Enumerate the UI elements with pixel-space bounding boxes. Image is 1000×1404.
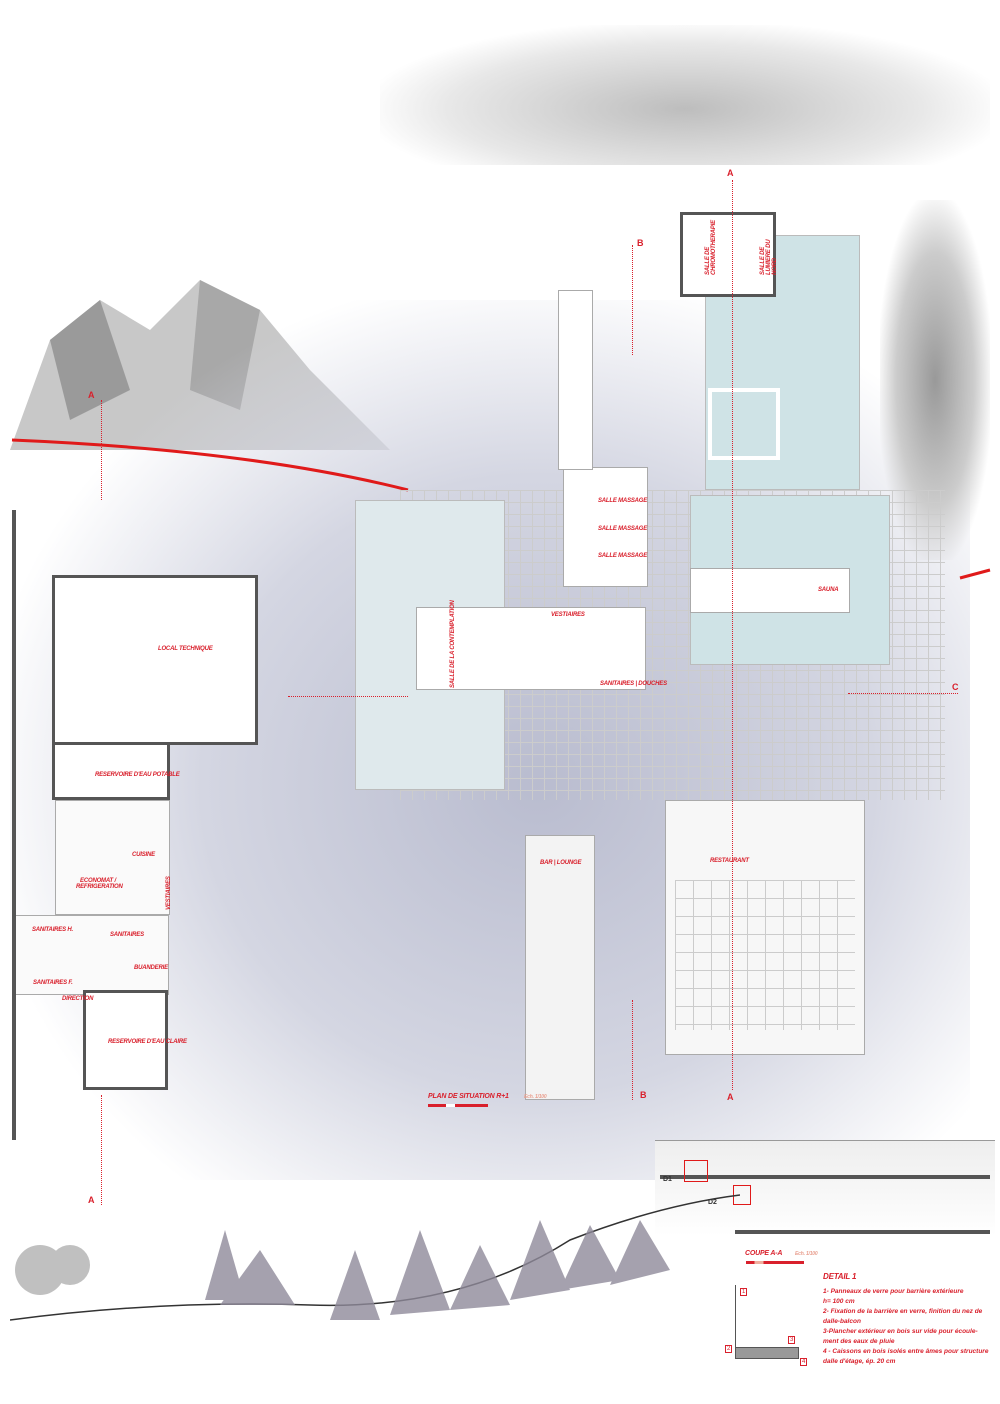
corridor [558, 290, 593, 470]
marker-b-bottom: B [640, 1090, 647, 1100]
label-vestiaires: VESTIAIRES [551, 612, 585, 618]
label-vestiaires-left: VESTIAIRES [166, 876, 172, 910]
label-sanitaires-f: SANITAIRES F. [33, 980, 73, 986]
section-line-c-left [288, 696, 408, 697]
marker-b-top: B [637, 238, 644, 248]
label-cuisine: CUISINE [132, 852, 155, 858]
detail-note: ment des eaux de pluie [823, 1338, 895, 1345]
detail-box-d2 [733, 1185, 751, 1205]
label-direction: DIRECTION [62, 996, 94, 1002]
section-building [655, 1140, 995, 1236]
section-line-a-left [101, 400, 102, 500]
detail-glass-post [735, 1285, 736, 1355]
service-area [14, 915, 169, 995]
marker-a-top-left: A [88, 390, 95, 400]
reservoir-potable-room [52, 742, 170, 800]
coupe-scale-bar [746, 1261, 804, 1264]
detail-note: 1- Panneaux de verre pour barrière extér… [823, 1288, 964, 1295]
label-sanitaires-douches: SANITAIRES | DOUCHES [600, 681, 667, 687]
detail-note: h= 100 cm [823, 1298, 855, 1305]
plan-title: PLAN DE SITUATION R+1 [428, 1093, 509, 1100]
label-lumiere: SALLE DE LUMIERE DU NORD [760, 239, 778, 275]
clouds [380, 25, 990, 165]
detail-box-d1 [684, 1160, 708, 1182]
label-sauna: SAUNA [818, 587, 839, 593]
marker-d2: D2 [708, 1199, 717, 1206]
label-restaurant: RESTAURANT [710, 858, 749, 864]
site-boundary-line [11, 438, 991, 580]
label-salle-massage-3: SALLE MASSAGE [598, 553, 648, 559]
detail-note: dalle d'étage, ép. 20 cm [823, 1358, 896, 1365]
label-bar-lounge: BAR | LOUNGE [540, 860, 582, 866]
label-sanitaires-h: SANITAIRES H. [32, 927, 73, 933]
section-line-a-left-bottom [101, 1095, 102, 1205]
detail-note: 3-Plancher extérieur en bois sur vide po… [823, 1328, 978, 1335]
chromotherapie-room [680, 212, 776, 297]
label-reservoir-potable: RESERVOIRE D'EAU POTABLE [95, 772, 180, 778]
kitchen-area [55, 800, 170, 915]
section-line-a-right [732, 180, 733, 1090]
callout-3: 3 [788, 1336, 796, 1344]
marker-a-bottom-left: A [88, 1195, 95, 1205]
section-slab [660, 1175, 990, 1179]
local-technique-room [52, 575, 258, 745]
label-reservoir-claire: RESERVOIRE D'EAU CLAIRE [108, 1039, 187, 1045]
detail-slab [735, 1347, 799, 1359]
detail-note: 4 - Caissons en bois isolés entre âmes p… [823, 1348, 989, 1355]
callout-2: 2 [725, 1345, 733, 1353]
detail-note: dalle-balcon [823, 1318, 861, 1325]
restaurant-tables [675, 880, 855, 1030]
label-economat: ECONOMAT / REFRIGERATION [76, 878, 123, 890]
detail-note: 2- Fixation de la barrière en verre, fin… [823, 1308, 983, 1315]
label-contemplation: SALLE DE LA CONTEMPLATION [450, 600, 456, 688]
massage-block [563, 467, 648, 587]
plan-scale-bar [428, 1104, 488, 1107]
label-buanderie: BUANDERIE [134, 965, 168, 971]
label-salle-massage-2: SALLE MASSAGE [598, 526, 648, 532]
section-line-b [632, 245, 633, 355]
landscape-section [10, 1194, 740, 1321]
sauna-block [690, 568, 850, 613]
label-chromotherapie: SALLE DE CHROMOTHERAPIE [705, 220, 717, 275]
detail-title: DETAIL 1 [823, 1272, 857, 1281]
callout-4: 4 [800, 1358, 808, 1366]
left-wall [12, 510, 16, 1140]
vestiaires-block [416, 607, 646, 690]
plan-scale: Ech. 1/100 [524, 1094, 547, 1100]
marker-a-bottom-right: A [727, 1092, 734, 1102]
section-line-b-bottom [632, 1000, 633, 1100]
reservoir-claire-room [83, 990, 168, 1090]
label-sanitaires: SANITAIRES [110, 932, 144, 938]
coupe-scale: Ech. 1/100 [795, 1251, 818, 1257]
label-local-technique: LOCAL TECHNIQUE [158, 646, 213, 652]
section-line-c-right [848, 693, 958, 694]
bar-lounge [525, 835, 595, 1100]
label-salle-massage-1: SALLE MASSAGE [598, 498, 648, 504]
section-slab-lower [735, 1230, 990, 1234]
marker-c: C [952, 682, 959, 692]
callout-1: 1 [740, 1288, 748, 1296]
detail-notes: 1- Panneaux de verre pour barrière extér… [823, 1287, 988, 1367]
marker-a-top-right: A [727, 168, 734, 178]
marker-d1: D1 [663, 1176, 672, 1183]
coupe-title: COUPE A-A [745, 1250, 783, 1257]
pool-island [708, 388, 780, 460]
